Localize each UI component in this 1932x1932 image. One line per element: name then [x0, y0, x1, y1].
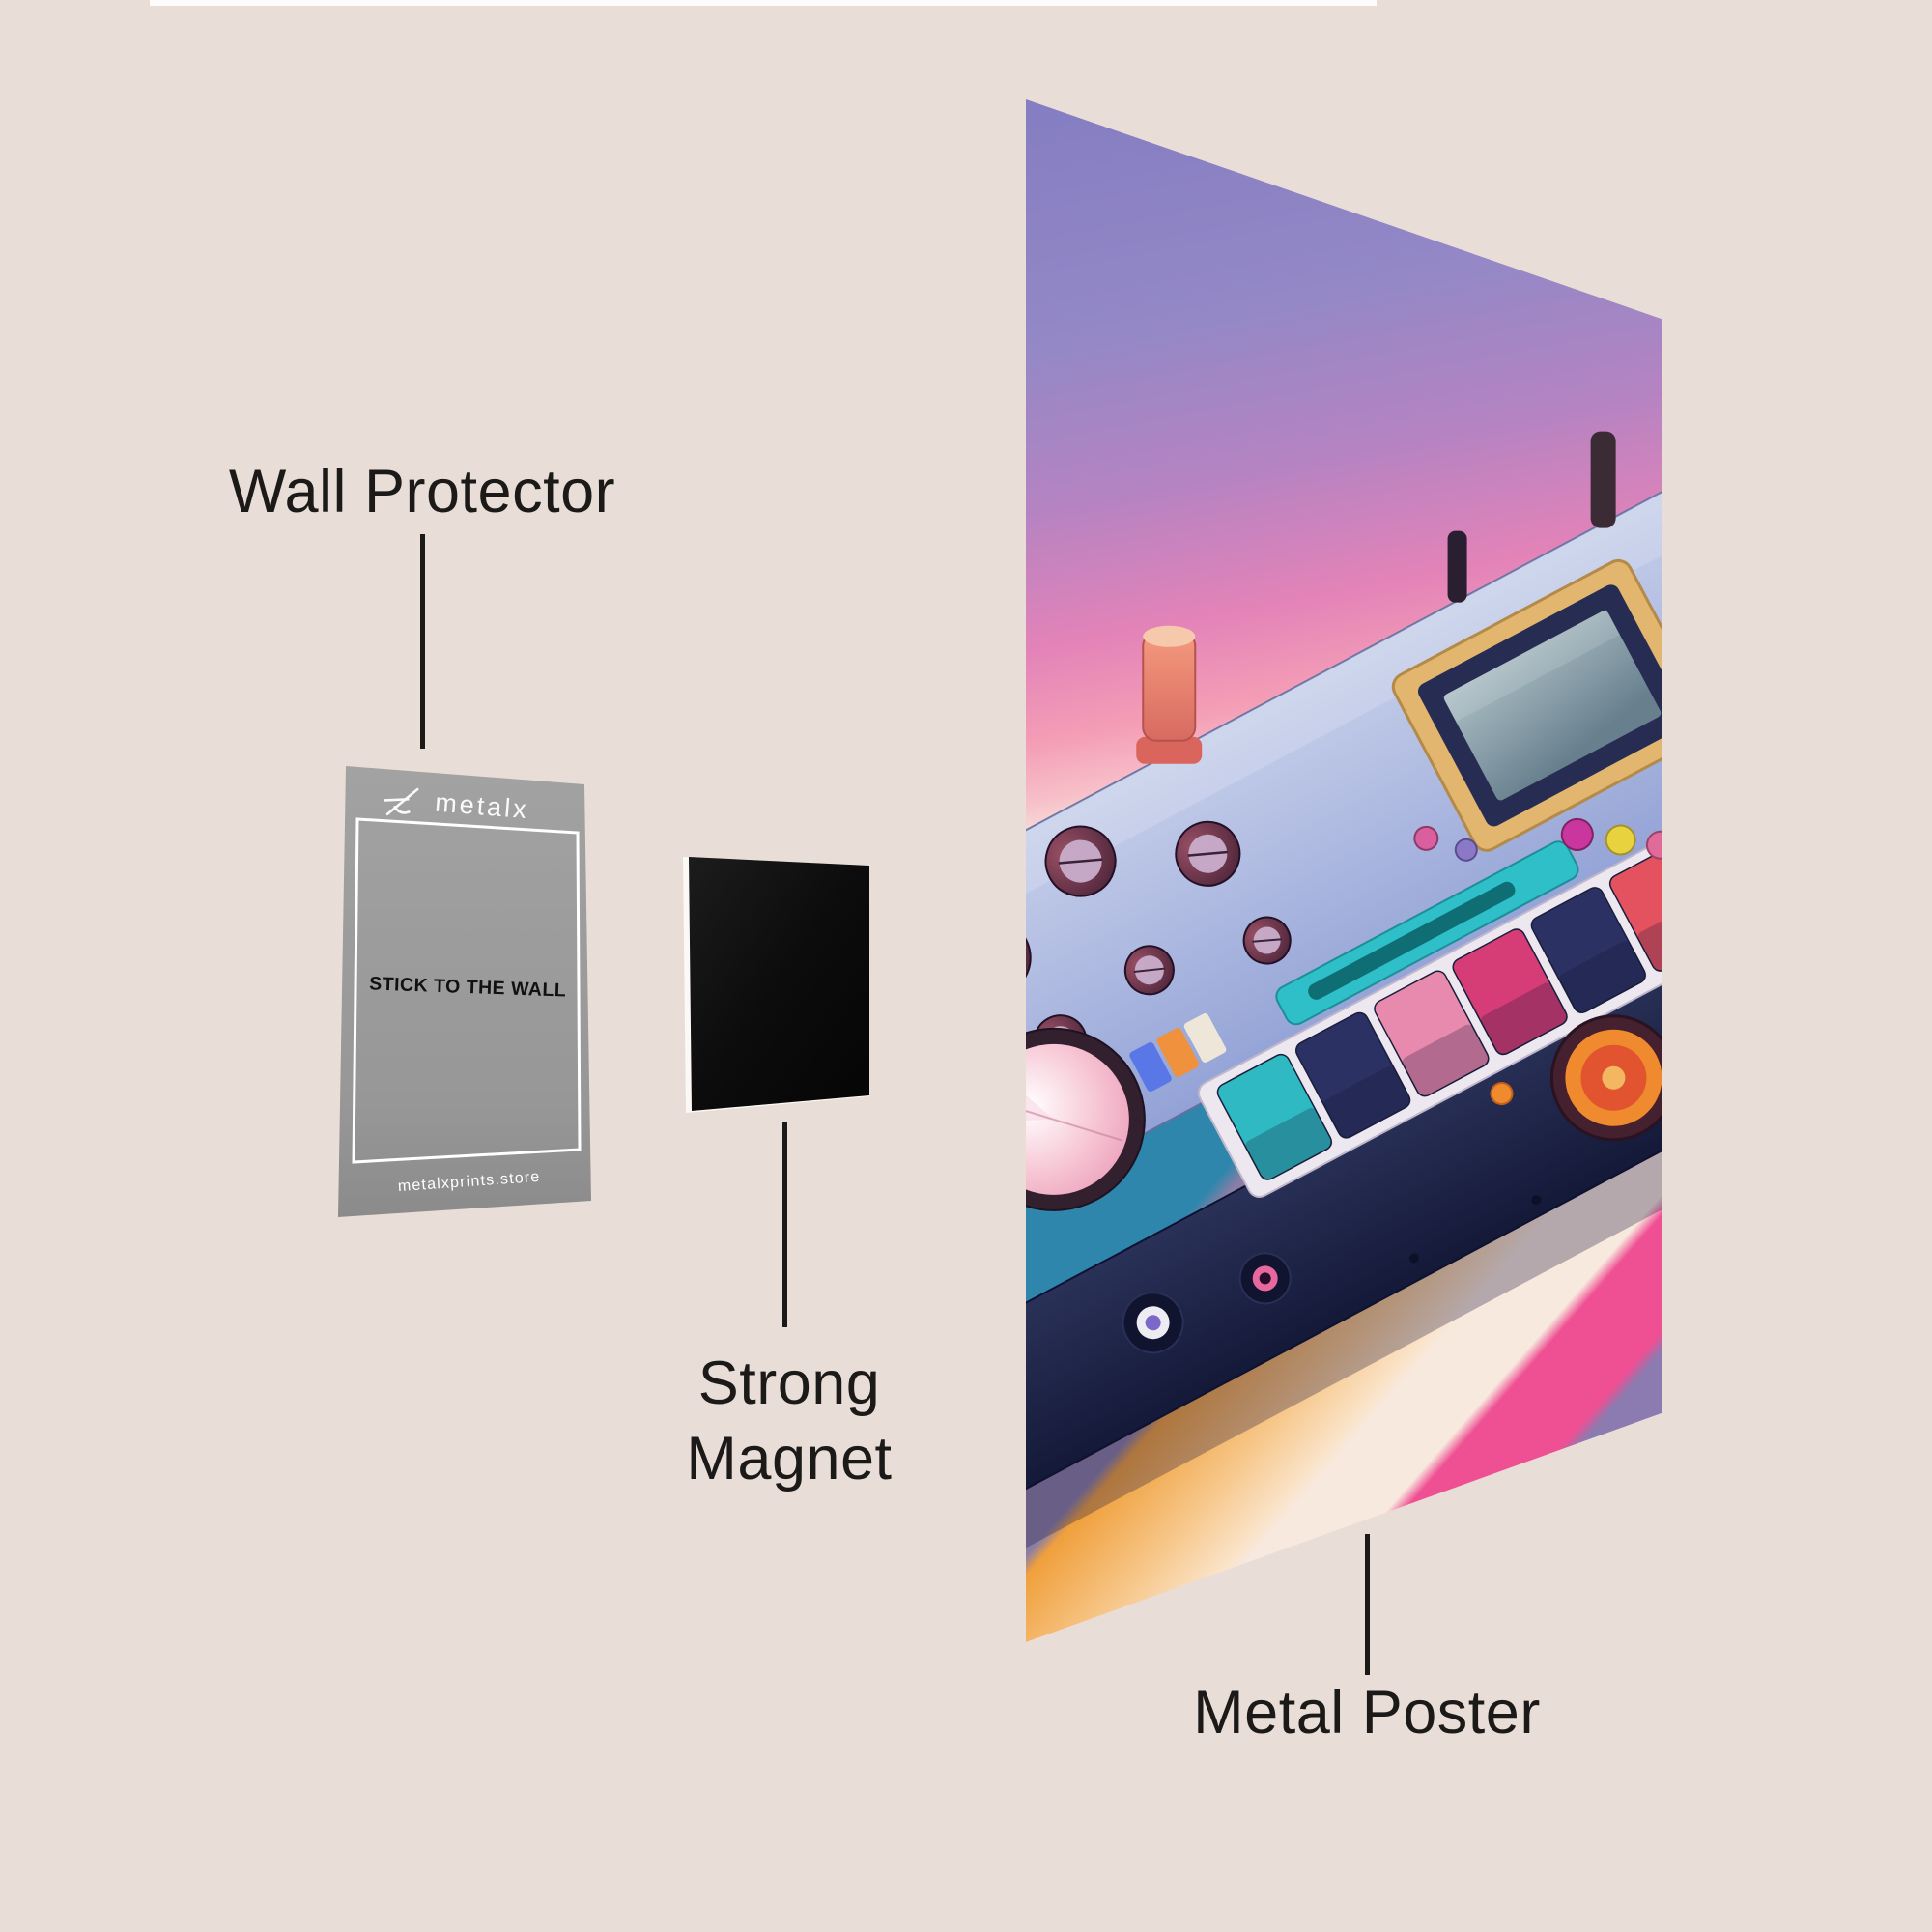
- knob: [1044, 825, 1117, 897]
- synth-coral-knob: [1136, 625, 1203, 764]
- strong-magnet-leader-line: [782, 1122, 787, 1327]
- metal-poster-leader-line: [1365, 1534, 1370, 1675]
- synth-key-shade: [1402, 1024, 1490, 1097]
- synth-key-shade: [1559, 941, 1647, 1014]
- synth-antenna-small: [1447, 530, 1467, 603]
- metal-poster-artwork: [1026, 99, 1662, 1642]
- strong-magnet-square: [683, 857, 869, 1113]
- synth-screen: [1391, 558, 1662, 852]
- synth-speaker: [1549, 1014, 1662, 1142]
- synth-key: [1452, 928, 1568, 1056]
- synth-jack-pink: [1238, 1252, 1292, 1305]
- magnet-face: [689, 857, 869, 1111]
- synth-screw: [1408, 1253, 1419, 1264]
- synth-key-shade: [1323, 1065, 1411, 1139]
- synth-shadow: [1026, 938, 1662, 1605]
- wall-protector-card: metalx STICK TO THE WALL metalxprints.st…: [338, 766, 591, 1217]
- top-edge-highlight: [150, 0, 1377, 6]
- metal-poster-label: Metal Poster: [1193, 1679, 1541, 1747]
- synth-big-dial: [1026, 1027, 1146, 1211]
- synth-teal-slot: [1308, 881, 1516, 1000]
- synth-led: [1490, 1082, 1514, 1106]
- synth-key: [1374, 970, 1490, 1097]
- knob: [1242, 916, 1292, 965]
- wall-protector-card-inner-border: [352, 817, 582, 1164]
- knob: [1175, 820, 1241, 887]
- synth-key-shade: [1481, 982, 1568, 1056]
- metal-poster: [1026, 99, 1662, 1642]
- wall-protector-leader-line: [420, 534, 425, 749]
- strong-magnet-label: Strong Magnet: [686, 1350, 893, 1492]
- synth-key: [1295, 1011, 1411, 1139]
- synth-screw: [1531, 1195, 1542, 1206]
- synthesizer-illustration: [1026, 426, 1662, 1605]
- knob: [1123, 945, 1175, 996]
- knob: [1026, 918, 1032, 998]
- synth-color-chip: [1129, 1042, 1172, 1092]
- synth-panel-sheen: [1026, 427, 1662, 1094]
- synth-color-chip: [1183, 1012, 1227, 1063]
- synth-key-shade: [1245, 1108, 1333, 1180]
- wall-protector-label: Wall Protector: [228, 458, 616, 526]
- wall-protector-card-face: [338, 766, 591, 1217]
- synth-key-shade: [1637, 899, 1662, 973]
- synth-key: [1608, 844, 1662, 972]
- synth-key: [1216, 1053, 1332, 1180]
- synth-antenna: [1590, 431, 1616, 528]
- metalx-logo-icon: [383, 787, 419, 816]
- synth-jack-purple: [1122, 1292, 1184, 1354]
- synth-key: [1530, 887, 1646, 1013]
- synth-keys: [1216, 844, 1662, 1180]
- synth-knobs: [1026, 820, 1292, 1069]
- synth-buttons: [1413, 817, 1662, 862]
- synth-color-chip: [1156, 1027, 1200, 1077]
